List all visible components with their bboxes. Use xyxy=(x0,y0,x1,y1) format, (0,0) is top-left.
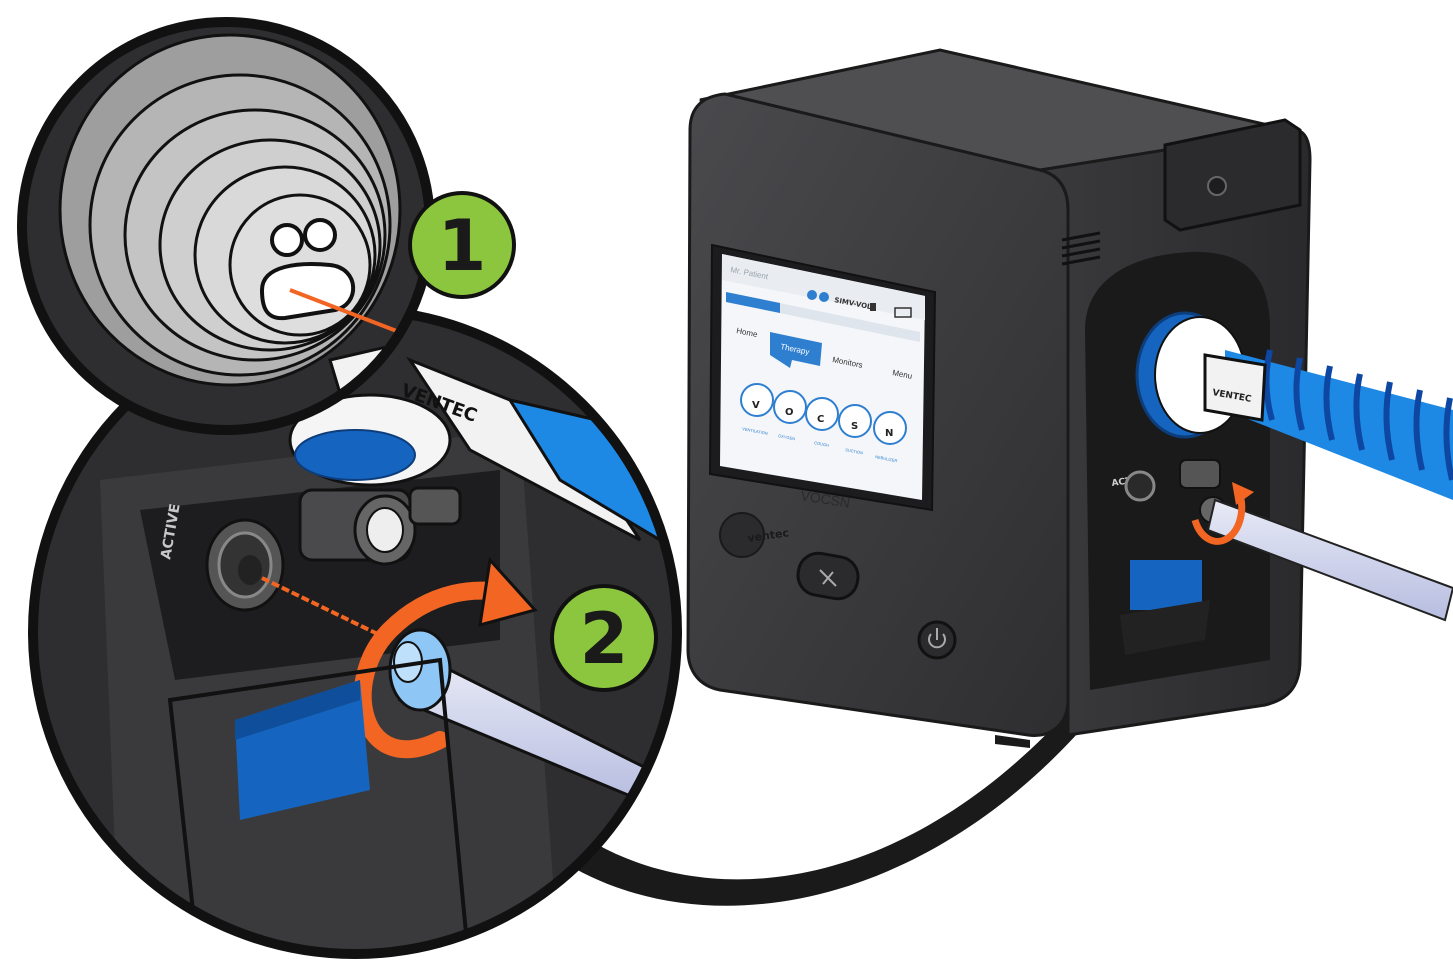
callout-number-1: 1 xyxy=(438,205,487,287)
callout-badge-2: 2 xyxy=(550,584,658,692)
tab-therapy-highlight[interactable] xyxy=(770,332,822,368)
therapy-ventilation[interactable]: V VENTILATION xyxy=(740,383,774,436)
rotate-arrow-small-icon xyxy=(1191,494,1246,545)
status-o-icon xyxy=(819,292,829,302)
callout-number-2: 2 xyxy=(580,598,629,680)
vocsn-device: VENTEC ACTIVE Mr. Patient SIMV-VOL xyxy=(686,48,1453,748)
active-port xyxy=(205,518,285,612)
corrugated-tube: VENTEC xyxy=(1203,349,1453,500)
therapy-suction-label: SUCTION xyxy=(845,447,864,455)
zoom-circle-connector xyxy=(17,17,435,435)
power-icon xyxy=(928,628,946,649)
therapy-cough-letter: C xyxy=(817,414,824,425)
device-screen: Mr. Patient SIMV-VOL Home Therapy Monito… xyxy=(720,254,925,500)
therapy-cough-label: COUGH xyxy=(814,440,830,448)
therapy-oxygen-letter: O xyxy=(785,407,794,418)
therapy-suction[interactable]: S SUCTION xyxy=(838,404,872,455)
device-brand-text: VOCSN xyxy=(800,487,852,511)
speaker-grille xyxy=(719,512,765,558)
rotate-arrow-large-icon xyxy=(353,581,519,759)
zoom-circle-ports: VENTEC ACTIVE xyxy=(28,305,682,959)
status-v-icon xyxy=(807,290,817,300)
bell-silenced-icon xyxy=(819,569,837,587)
zoom-connector-curve xyxy=(560,590,1168,906)
battery-icon xyxy=(894,307,912,318)
maker-logo-text: ventec xyxy=(747,526,790,545)
screen-tab-bar[interactable]: Home Therapy Monitors Menu xyxy=(736,326,913,381)
callout-line-active xyxy=(261,576,391,642)
therapy-ventilation-letter: V xyxy=(752,400,760,411)
therapy-icons: V VENTILATION O OXYGEN C COUGH S SUCTION xyxy=(740,383,907,463)
oxygen-port xyxy=(298,486,462,566)
tab-menu[interactable]: Menu xyxy=(892,368,913,381)
therapy-suction-letter: S xyxy=(851,421,858,432)
pressure-bar-fill xyxy=(726,292,780,313)
alarm-silence-button[interactable] xyxy=(795,550,861,602)
therapy-oxygen[interactable]: O OXYGEN xyxy=(773,390,807,441)
therapy-nebulizer-letter: N xyxy=(885,428,893,439)
callout-badge-1: 1 xyxy=(408,191,516,299)
therapy-nebulizer[interactable]: N NEBULIZER xyxy=(873,411,907,463)
therapy-oxygen-label: OXYGEN xyxy=(778,433,796,441)
lock-icon xyxy=(870,303,876,311)
therapy-ventilation-label: VENTILATION xyxy=(742,426,769,436)
therapy-cough[interactable]: C COUGH xyxy=(805,397,839,448)
tab-home[interactable]: Home xyxy=(736,326,759,339)
therapy-nebulizer-label: NEBULIZER xyxy=(875,454,898,463)
